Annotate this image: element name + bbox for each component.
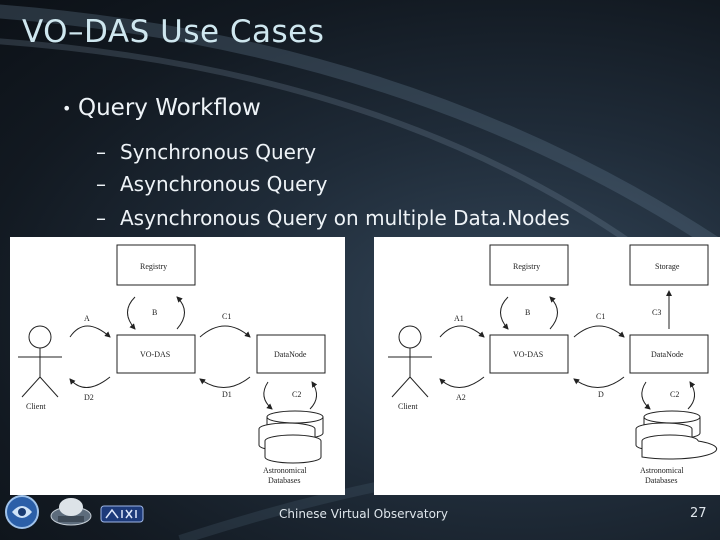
client-figure: [388, 325, 432, 398]
arrow-b-label: B: [152, 308, 157, 317]
databases-label-1: Astronomical: [640, 466, 684, 475]
client-label: Client: [26, 402, 46, 411]
footer-org-name: Chinese Virtual Observatory: [279, 507, 448, 521]
datanode-box: [629, 334, 709, 374]
page-number: 27: [690, 506, 707, 521]
arrow-b-label: B: [525, 308, 530, 317]
cvo-logo-icon: [5, 495, 39, 529]
async-diagram: Registry Storage VO-DAS DataNode Client …: [388, 244, 718, 485]
arrow-b-down: [127, 296, 136, 330]
telescope-logo-icon: [50, 498, 92, 526]
arrow-a1: [439, 325, 485, 338]
arrow-c1: [573, 325, 625, 338]
arrow-a2-label: A2: [456, 393, 466, 402]
arrow-d1-label: D1: [222, 390, 232, 399]
arrow-a: [69, 325, 111, 338]
bullet-dot-icon: •: [62, 99, 72, 118]
arrow-d1: [199, 376, 251, 388]
sub-item-label: Asynchronous Query on multiple Data.Node…: [120, 206, 570, 230]
sub-item-async-multi: –Asynchronous Query on multiple Data.Nod…: [96, 206, 570, 230]
nadc-logo-icon: [100, 505, 144, 523]
registry-label: Registry: [513, 262, 540, 271]
arrow-c2-label: C2: [292, 390, 301, 399]
storage-label: Storage: [655, 262, 680, 271]
databases-label-2: Databases: [268, 476, 300, 485]
arrow-b-up: [176, 296, 185, 330]
arrow-c1-label: C1: [222, 312, 231, 321]
arrow-a1-label: A1: [454, 314, 464, 323]
registry-box: [116, 244, 196, 286]
arrow-c2-down: [641, 381, 651, 410]
vodas-label: VO-DAS: [513, 350, 543, 359]
database-stack-icon: [258, 410, 324, 464]
sync-diagram: Registry VO-DAS DataNode Client A B C1 D…: [18, 244, 326, 485]
databases-label-2: Databases: [645, 476, 677, 485]
slide-title: VO–DAS Use Cases: [22, 14, 325, 50]
sub-item-sync: –Synchronous Query: [96, 140, 317, 164]
arrow-c3-label: C3: [652, 308, 661, 317]
datanode-box: [256, 334, 326, 374]
arrow-b-down: [500, 296, 509, 330]
registry-label: Registry: [140, 262, 167, 271]
databases-label-1: Astronomical: [263, 466, 307, 475]
sub-item-label: Asynchronous Query: [120, 172, 328, 196]
vodas-label: VO-DAS: [140, 350, 170, 359]
arrow-c2-down: [263, 381, 273, 410]
registry-box: [489, 244, 569, 286]
arrow-d-label: D: [598, 390, 604, 399]
arrow-d: [573, 376, 625, 388]
sub-item-async: –Asynchronous Query: [96, 172, 328, 196]
arrow-c2-up: [309, 381, 318, 410]
arrow-c1: [199, 325, 251, 338]
vodas-box: [489, 334, 569, 374]
bullet-label: Query Workflow: [78, 95, 261, 121]
arrow-c2-up: [687, 381, 696, 410]
arrow-b-up: [549, 296, 558, 330]
sync-diagram-panel: Registry VO-DAS DataNode Client A B C1 D…: [10, 237, 345, 495]
vodas-box: [116, 334, 196, 374]
sub-item-label: Synchronous Query: [120, 140, 317, 164]
datanode-label: DataNode: [274, 350, 307, 359]
client-figure: [18, 325, 62, 398]
bullet-query-workflow: • Query Workflow: [62, 95, 261, 121]
arrow-a-label: A: [84, 314, 90, 323]
arrow-c2-label: C2: [670, 390, 679, 399]
datanode-label: DataNode: [651, 350, 684, 359]
client-label: Client: [398, 402, 418, 411]
storage-box: [629, 244, 709, 286]
arrow-c1-label: C1: [596, 312, 605, 321]
arrow-a2: [439, 376, 485, 388]
arrow-d2-label: D2: [84, 393, 94, 402]
database-stack-icon: [635, 410, 718, 460]
arrow-d2: [69, 376, 111, 388]
async-diagram-panel: Registry Storage VO-DAS DataNode Client …: [374, 237, 720, 495]
